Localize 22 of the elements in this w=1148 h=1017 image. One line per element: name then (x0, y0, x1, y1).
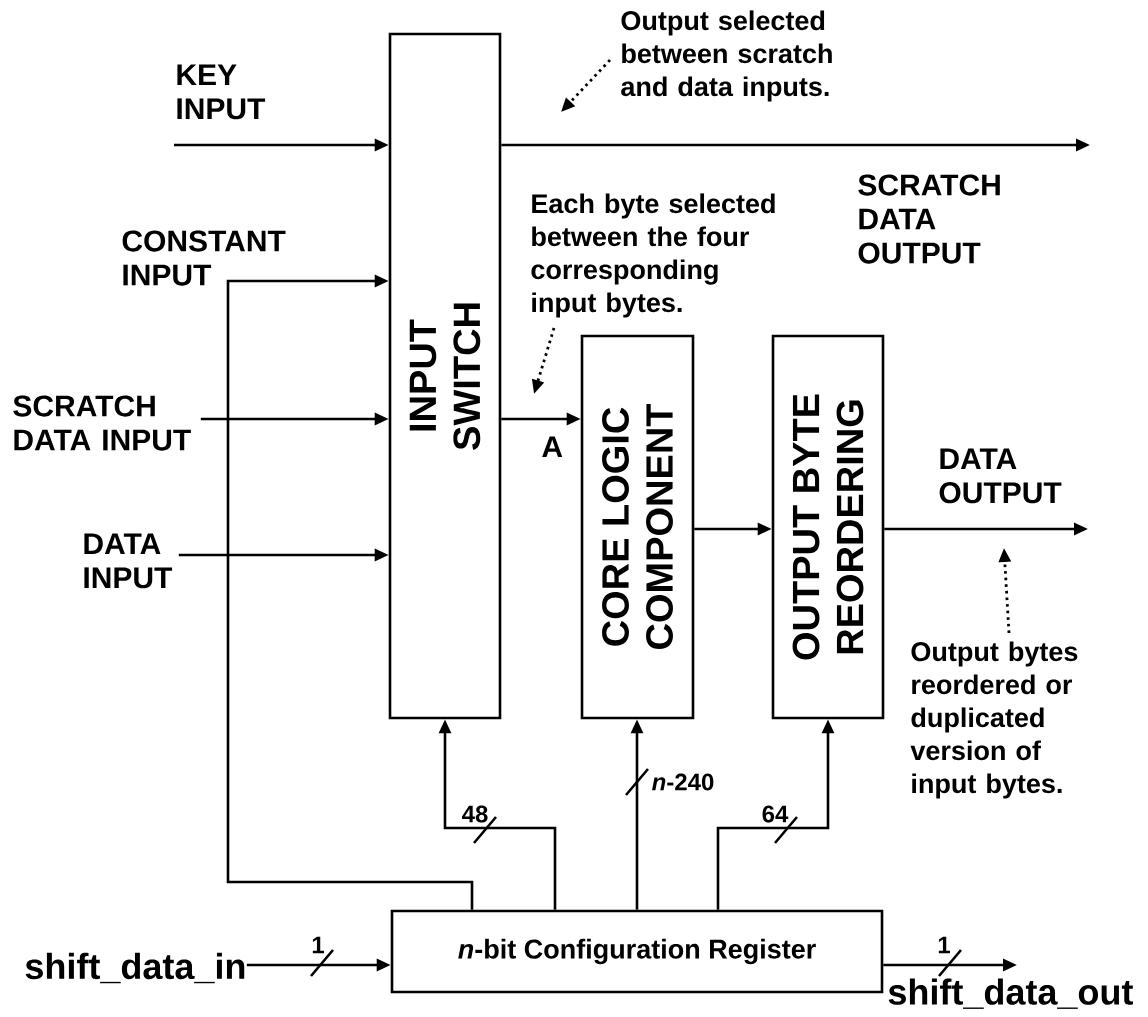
signal-label: CONSTANT INPUT (122, 230, 286, 286)
annotation-text: Each byte selected between the four corresponding input bytes. (531, 193, 775, 318)
bus-width-label: n-240 (652, 773, 714, 791)
process-box: CORE LOGIC COMPONENT (580, 334, 695, 720)
signal-label: SCRATCH DATA INPUT (13, 395, 191, 451)
signal-label: shift_data_in (25, 952, 245, 984)
process-box: INPUT SWITCH (388, 32, 502, 720)
bus-width-label: 64 (762, 805, 789, 823)
signal-label: DATA OUTPUT (939, 448, 1062, 504)
annotation-text: Output selected between scratch and data inputs. (621, 10, 832, 102)
bus-width-label: 1 (312, 936, 324, 954)
annotation-text: Output bytes reordered or duplicated version of input bytes. (910, 641, 1078, 799)
signal-label: SCRATCH DATA OUTPUT (858, 174, 1000, 264)
signal-label: DATA INPUT (84, 533, 173, 589)
bus-width-label: 1 (938, 936, 950, 954)
signal-label: shift_data_out (888, 978, 1133, 1009)
signal-label: A (542, 436, 563, 458)
register-box: n-bit Configuration Register (390, 909, 884, 994)
process-box: OUTPUT BYTE REORDERING (771, 334, 885, 720)
signal-label: KEY INPUT (177, 64, 266, 120)
arrow (226, 274, 474, 910)
bus-width-label: 48 (462, 805, 488, 823)
